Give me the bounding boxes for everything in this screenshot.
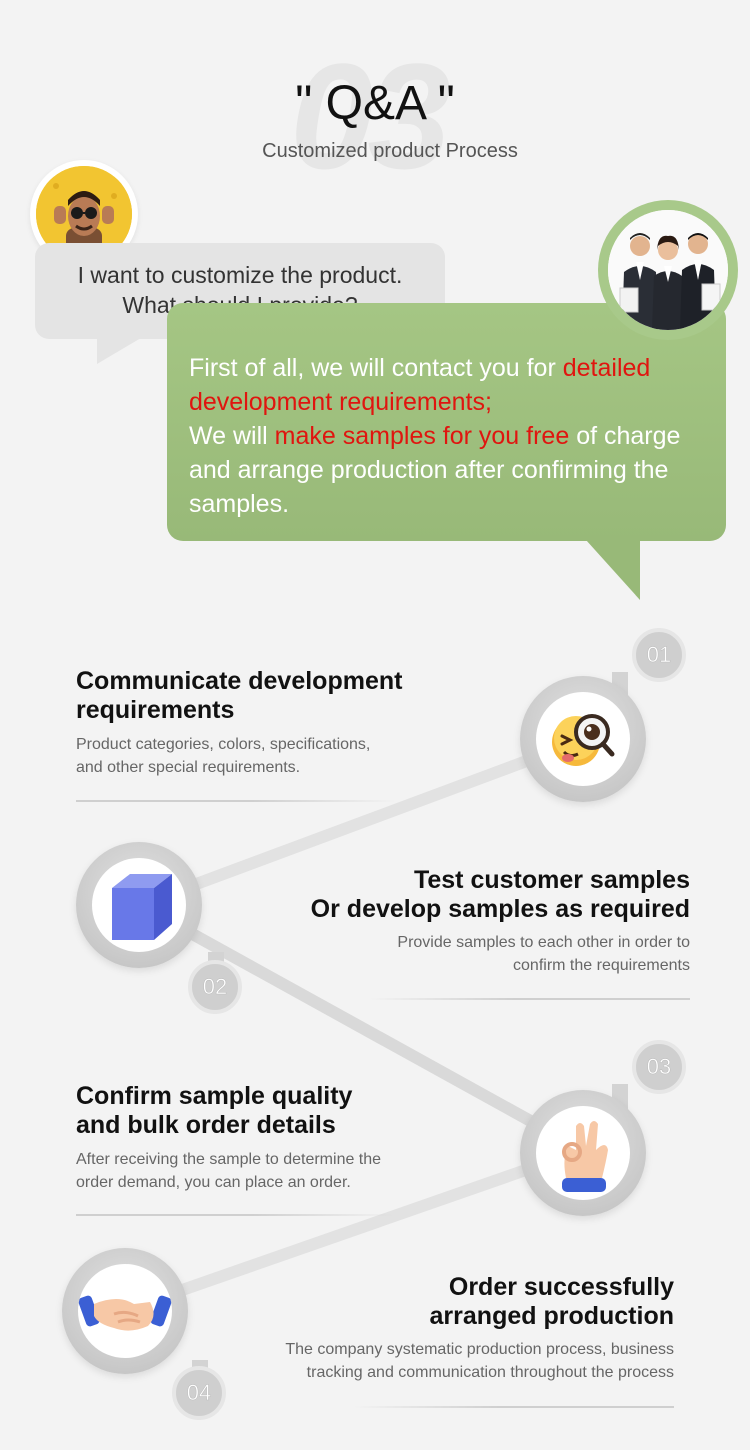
step-3-desc-line-2: order demand, you can place an order. bbox=[76, 1174, 351, 1191]
step-2-desc-line-1: Provide samples to each other in order t… bbox=[397, 934, 690, 951]
team-avatar bbox=[598, 200, 738, 340]
ok-hand-icon bbox=[562, 1121, 608, 1192]
magnifier-emoji-icon bbox=[552, 714, 615, 766]
step-1-title-line-2: requirements bbox=[76, 696, 235, 724]
cube-icon bbox=[112, 874, 172, 940]
step-3-title-line-2: and bulk order details bbox=[76, 1111, 336, 1139]
step-2-desc-line-2: confirm the requirements bbox=[513, 957, 690, 974]
step-1-number-badge: 01 bbox=[632, 628, 686, 682]
page-title: " Q&A " bbox=[295, 77, 455, 130]
step-4-title-line-1: Order successfully bbox=[448, 1273, 674, 1301]
step-1-title-line-1: Communicate development bbox=[76, 667, 403, 695]
background-number: 03 bbox=[290, 32, 451, 200]
step-2-description: Provide samples to each other in order t… bbox=[290, 931, 690, 977]
page-subtitle: Customized product Process bbox=[262, 140, 518, 162]
step-3-divider bbox=[76, 1214, 396, 1216]
step-4-title-line-2: arranged production bbox=[429, 1302, 674, 1330]
step-1-description: Product categories, colors, specificatio… bbox=[76, 733, 370, 779]
step-4-desc-line-1: The company systematic production proces… bbox=[285, 1341, 674, 1358]
answer-text-2: We will bbox=[189, 422, 275, 450]
step-3-icon-ring bbox=[520, 1090, 646, 1216]
step-2-title-line-1: Test customer samples bbox=[413, 866, 690, 894]
step-3-number-badge: 03 bbox=[632, 1040, 686, 1094]
step-4-desc-line-2: tracking and communication throughout th… bbox=[306, 1364, 674, 1381]
step-2-title-line-2: Or develop samples as required bbox=[310, 895, 690, 923]
step-4-description: The company systematic production proces… bbox=[224, 1338, 674, 1384]
question-bubble-tail bbox=[97, 338, 141, 364]
answer-text-1-suffix: ; bbox=[485, 388, 492, 416]
step-1-icon-ring bbox=[520, 676, 646, 802]
step-3-desc-line-1: After receiving the sample to determine … bbox=[76, 1151, 382, 1168]
answer-bubble-tail bbox=[586, 540, 640, 600]
step-3-title: Confirm sample quality and bulk order de… bbox=[76, 1082, 352, 1140]
answer-text-2-suffix: of charge and arrange production after c… bbox=[189, 422, 681, 518]
business-team-icon bbox=[608, 210, 728, 330]
step-1-number: 01 bbox=[646, 642, 672, 668]
step-2-number-badge: 02 bbox=[188, 960, 242, 1014]
step-1-desc-line-1: Product categories, colors, specificatio… bbox=[76, 736, 371, 753]
step-1-divider bbox=[76, 800, 396, 802]
step-4-number-badge: 04 bbox=[172, 1366, 226, 1420]
question-line-1: I want to customize the product. bbox=[77, 262, 403, 289]
answer-bubble: First of all, we will contact you for de… bbox=[167, 303, 726, 541]
step-4-divider bbox=[354, 1406, 674, 1408]
step-4-number: 04 bbox=[186, 1380, 212, 1406]
step-2-number: 02 bbox=[202, 974, 228, 1000]
step-1-title: Communicate development requirements bbox=[76, 667, 402, 725]
step-4-title: Order successfully arranged production bbox=[300, 1273, 674, 1331]
step-3-title-line-1: Confirm sample quality bbox=[76, 1082, 353, 1110]
answer-highlight-2: make samples for you free bbox=[274, 422, 570, 450]
step-2-icon-ring bbox=[76, 842, 202, 968]
step-1-desc-line-2: and other special requirements. bbox=[76, 759, 301, 776]
step-3-number: 03 bbox=[646, 1054, 672, 1080]
step-3-description: After receiving the sample to determine … bbox=[76, 1148, 381, 1194]
step-4-icon-ring bbox=[62, 1248, 188, 1374]
step-2-title: Test customer samples Or develop samples… bbox=[260, 866, 690, 924]
answer-highlight-1: detailed development requirements bbox=[189, 354, 651, 416]
answer-text-1: First of all, we will contact you for bbox=[189, 354, 563, 382]
handshake-icon bbox=[78, 1295, 172, 1331]
step-2-divider bbox=[370, 998, 690, 1000]
